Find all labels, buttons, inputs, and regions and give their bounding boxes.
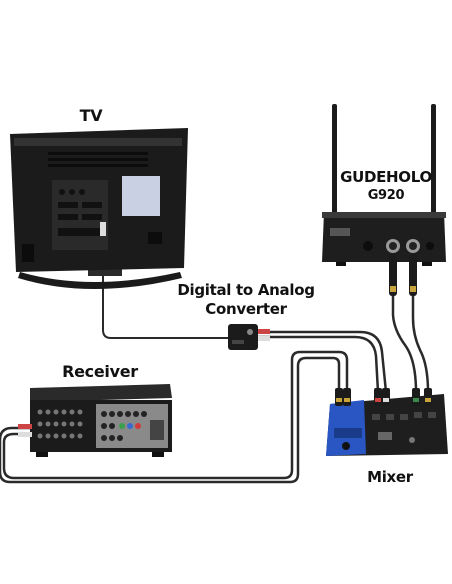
tv-label-sticker [122, 176, 160, 216]
tv-label: TV [79, 106, 103, 125]
wireless-receiver-device [322, 104, 446, 296]
antenna-right [431, 104, 436, 216]
receiver-label: Receiver [62, 362, 138, 381]
converter-label-line2: Converter [205, 300, 287, 318]
tv-stand [18, 272, 182, 289]
cables [0, 231, 430, 484]
wireless-model-label: G920 [367, 188, 405, 203]
av-receiver-device [18, 384, 172, 457]
cable-mixer-to-receiver-1 [2, 350, 349, 480]
cable-mixer-to-receiver-2 [0, 356, 341, 484]
antenna-left [332, 104, 337, 216]
cable-converter-to-mixer-1 [256, 330, 388, 394]
mixer-label: Mixer [367, 468, 413, 486]
cable-tv-to-converter [102, 231, 229, 339]
cable-converter-to-mixer-2 [256, 335, 380, 394]
converter-label-line1: Digital to Analog [177, 281, 315, 299]
dac-converter-device [228, 324, 270, 350]
tv-device [10, 128, 188, 289]
mixer-device [326, 388, 448, 456]
wireless-brand-label: GUDEHOLO [340, 168, 432, 186]
cable-wireless-to-mixer-1 [391, 293, 418, 394]
cable-wireless-to-mixer-2 [411, 293, 430, 394]
